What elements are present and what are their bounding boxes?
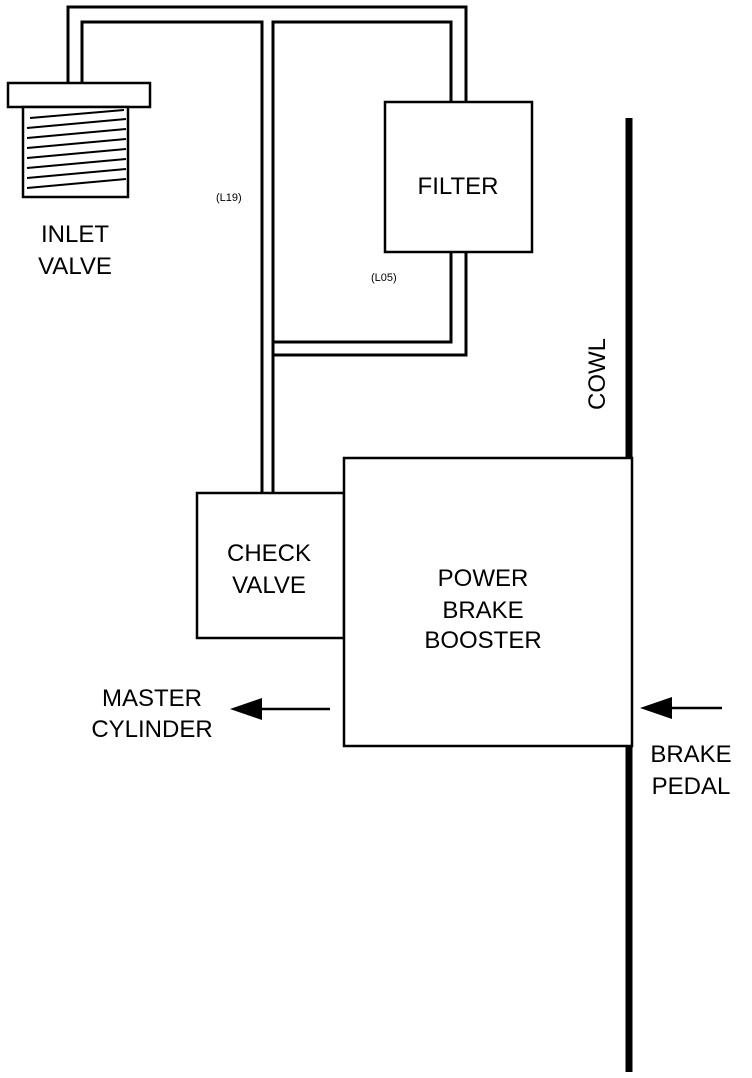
hose-outer-top [66,5,468,102]
master-cylinder-label-line2: CYLINDER [91,716,212,743]
check-valve-label-line2: VALVE [232,572,306,599]
brake-pedal-arrow [640,697,722,719]
hose-filter-bottom-outer [271,252,468,493]
filter-label: FILTER [418,173,499,200]
inlet-valve-label-line2: VALVE [38,253,112,280]
booster-box [342,456,634,748]
vacuum-hoses [66,5,468,493]
booster-label-line1: POWER [438,565,529,592]
booster-label-line3: BOOSTER [424,627,541,654]
inlet-valve-body [21,105,130,199]
master-cylinder-arrow [230,698,330,720]
power-brake-booster: POWER BRAKE BOOSTER [342,456,634,748]
check-valve-box [195,491,346,640]
master-cylinder-label-line1: MASTER [102,685,202,712]
inlet-valve-threads [26,109,127,189]
filter: FILTER [383,100,534,254]
line-l05-label: (L05) [371,272,397,284]
cowl-label: COWL [584,338,611,410]
inlet-valve: INLET VALVE [6,81,152,280]
check-valve: CHECK VALVE [195,491,346,640]
check-valve-label-line1: CHECK [227,540,311,567]
hose-filter-bottom-inner [273,252,453,344]
hose-filter-loop [271,20,453,493]
brake-pedal-label-line2: PEDAL [652,773,731,800]
inlet-valve-label-line1: INLET [41,221,109,248]
booster-label-line2: BRAKE [442,597,523,624]
filter-box [383,100,534,254]
inlet-valve-cap [6,81,152,109]
hose-inner-top [80,20,264,493]
line-l19-label: (L19) [216,192,242,204]
brake-pedal-label-line1: BRAKE [650,741,731,768]
